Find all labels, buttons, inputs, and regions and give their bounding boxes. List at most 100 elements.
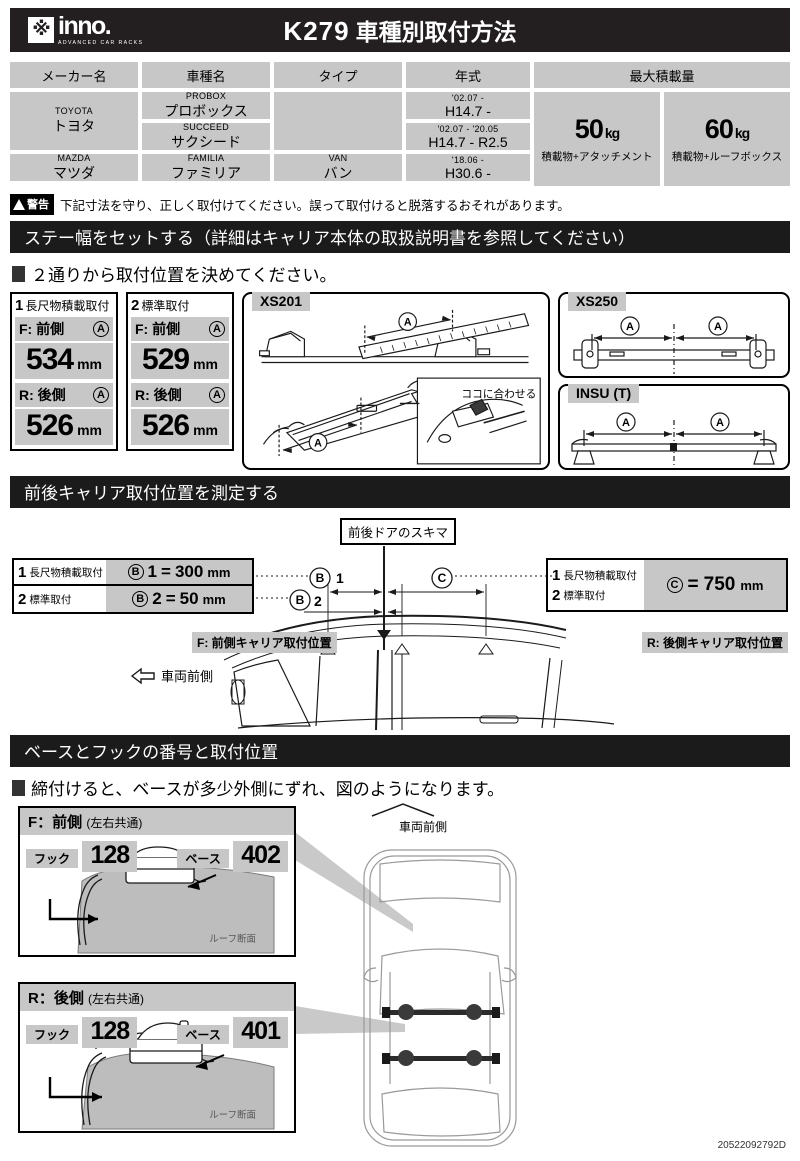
table-cell-maker-mazda: MAZDA マツダ	[10, 152, 138, 181]
front-value: 534	[26, 343, 74, 376]
rear-roof-section-svg	[48, 1020, 275, 1130]
mark-b-icon: B	[132, 591, 149, 607]
table-cell-maker-toyota: TOYOTA トヨタ	[10, 92, 138, 150]
c-value: 750	[703, 574, 736, 595]
type-en: VAN	[328, 152, 348, 163]
base-caption: ベース	[177, 1025, 229, 1044]
warning-row: 警告 下記寸法を守り、正しく取付けてください。誤って取付けると脱落するおそれがあ…	[10, 194, 790, 215]
brand-tagline: ADVANCED CAR RACKS	[58, 39, 144, 46]
table-cell-year-succeed: '02.07 - '20.05 H14.7 - R2.5	[406, 123, 530, 150]
option-1-rear-value: 526 mm	[15, 409, 113, 445]
type-jp: バン	[323, 164, 353, 181]
option-2-rear-label: R: 後側 A	[131, 383, 229, 407]
topview-front-label: 車両前側	[398, 820, 447, 834]
load-number: 50	[574, 114, 604, 144]
mark-b1-circle: B	[316, 571, 325, 585]
b-row-num: 2	[18, 590, 27, 608]
rear-value: 526	[142, 409, 190, 442]
c-row-1: 1 長尺物積載取付	[552, 567, 644, 584]
option-2-title: 2 標準取付	[128, 294, 232, 317]
document-code: 20522092792D	[717, 1140, 786, 1151]
panel-title-sub: (左右共通)	[86, 816, 143, 830]
door-gap-label: 前後ドアのスキマ	[340, 518, 457, 545]
option-name: 標準取付	[141, 299, 190, 313]
front-panel-title: F：前側 (左右共通)	[20, 808, 294, 835]
insu-diagram: A A	[571, 412, 777, 466]
mark-c-icon: C	[666, 577, 683, 593]
panel-title-sub: (左右共通)	[88, 992, 145, 1006]
rear-value: 526	[26, 409, 74, 442]
mark-a-icon: A	[209, 321, 225, 337]
c-row-2: 2 標準取付	[552, 587, 644, 604]
maker-en: MAZDA	[57, 152, 91, 163]
subhead-tighten: 締付けると、ベースが多少外側にずれ、図のようになります。	[12, 775, 790, 800]
table-cell-year-probox: '02.07 - H14.7 -	[406, 92, 530, 119]
table-cell-year-familia: '18.06 - H30.6 -	[406, 154, 530, 181]
rear-carrier-position-label: R: 後側キャリア取付位置	[642, 632, 788, 653]
subhead-choose-position: ２通りから取付位置を決めてください。	[12, 261, 790, 286]
base-value: 402	[233, 841, 288, 872]
title-text: 車種別取付方法	[355, 19, 517, 45]
model-en: PROBOX	[185, 90, 227, 101]
brand-logo: ※ inno. ADVANCED CAR RACKS	[10, 13, 144, 46]
b-unit: mm	[207, 564, 231, 580]
hook-value: 128	[82, 1017, 138, 1048]
rear-unit: mm	[193, 422, 218, 438]
warning-label: 警告	[27, 199, 49, 211]
rear-label: R: 後側	[19, 387, 66, 403]
panel-title-text: F：前側	[28, 814, 83, 831]
b-row-1: 1 長尺物積載取付 B 1 = 300 mm	[14, 560, 252, 586]
mark-a-icon: A	[93, 387, 109, 403]
year-jp: H14.7 -	[445, 102, 491, 119]
panel-tag-xs201: XS201	[252, 292, 311, 311]
load-caption: 積載物+ルーフボックス	[671, 151, 783, 163]
maker-jp: トヨタ	[53, 118, 95, 134]
front-label: F: 前側	[19, 321, 65, 337]
base-hook-area: F：前側 (左右共通)	[10, 803, 790, 1156]
callout-text-kokoni: ココに合わせる	[461, 388, 536, 401]
hook-caption: フック	[26, 849, 79, 868]
c-row-name: 標準取付	[563, 589, 606, 602]
c-row-num: 1	[552, 566, 561, 584]
base-value: 401	[233, 1017, 288, 1048]
topview-front-indicator: 車両前側	[368, 802, 478, 835]
b-row-2: 2 標準取付 B 2 = 50 mm	[14, 586, 252, 612]
rear-label: R: 後側	[135, 387, 182, 403]
crossbar-front	[382, 1004, 500, 1020]
up-arrow-icon	[371, 803, 435, 817]
roof-section-note: ルーフ断面	[209, 1110, 256, 1121]
measure-area: 前後ドアのスキマ 1 長尺物積載取付 B 1 = 300 mm 2	[10, 514, 790, 730]
option-number: 1	[15, 297, 24, 314]
year-jp: H14.7 - R2.5	[428, 133, 508, 150]
b-value-box: 1 長尺物積載取付 B 1 = 300 mm 2 標準取付 B	[12, 558, 254, 614]
mark-a-label: A	[404, 316, 412, 328]
b-row-name: 長尺物積載取付	[29, 566, 103, 579]
callout-connectors	[295, 832, 413, 1034]
year-en: '18.06 -	[451, 154, 485, 165]
stay-option-2: 2 標準取付 F: 前側 A 529 mm R: 後側 A 526 mm	[126, 292, 234, 451]
b-value: 300	[174, 562, 204, 581]
c-unit: mm	[740, 577, 764, 593]
roof-section-note: ルーフ断面	[209, 934, 256, 945]
b-eq: =	[165, 589, 176, 608]
stay-width-row: 1 長尺物積載取付 F: 前側 A 534 mm R: 後側 A 526 mm	[10, 292, 790, 470]
car-topview-diagram	[363, 849, 517, 1147]
col-header-year: 年式	[406, 62, 530, 88]
load-unit: kg	[604, 125, 620, 141]
table-cell-type-empty	[274, 92, 402, 150]
mark-a-label: A	[626, 321, 634, 333]
crossbar-rear	[382, 1050, 500, 1066]
xs201-diagram: A A ココに合わせる	[259, 309, 541, 465]
front-unit: mm	[193, 356, 218, 372]
c-value-box: 1 長尺物積載取付 2 標準取付 C = 750 mm	[546, 558, 788, 612]
bullet-square-icon	[12, 779, 25, 796]
product-code: K279	[283, 16, 350, 46]
spec-table: メーカー名 車種名 タイプ 年式 TOYOTA トヨタ MAZDA マツダ	[10, 62, 790, 186]
rear-panel-diagram: フック 128 ベース 401 ルーフ断面	[20, 1011, 294, 1131]
option-1-rear-label: R: 後側 A	[15, 383, 113, 407]
b-unit: mm	[202, 591, 226, 607]
col-header-max-load: 最大積載量	[534, 62, 790, 88]
year-jp: H30.6 -	[445, 164, 491, 181]
